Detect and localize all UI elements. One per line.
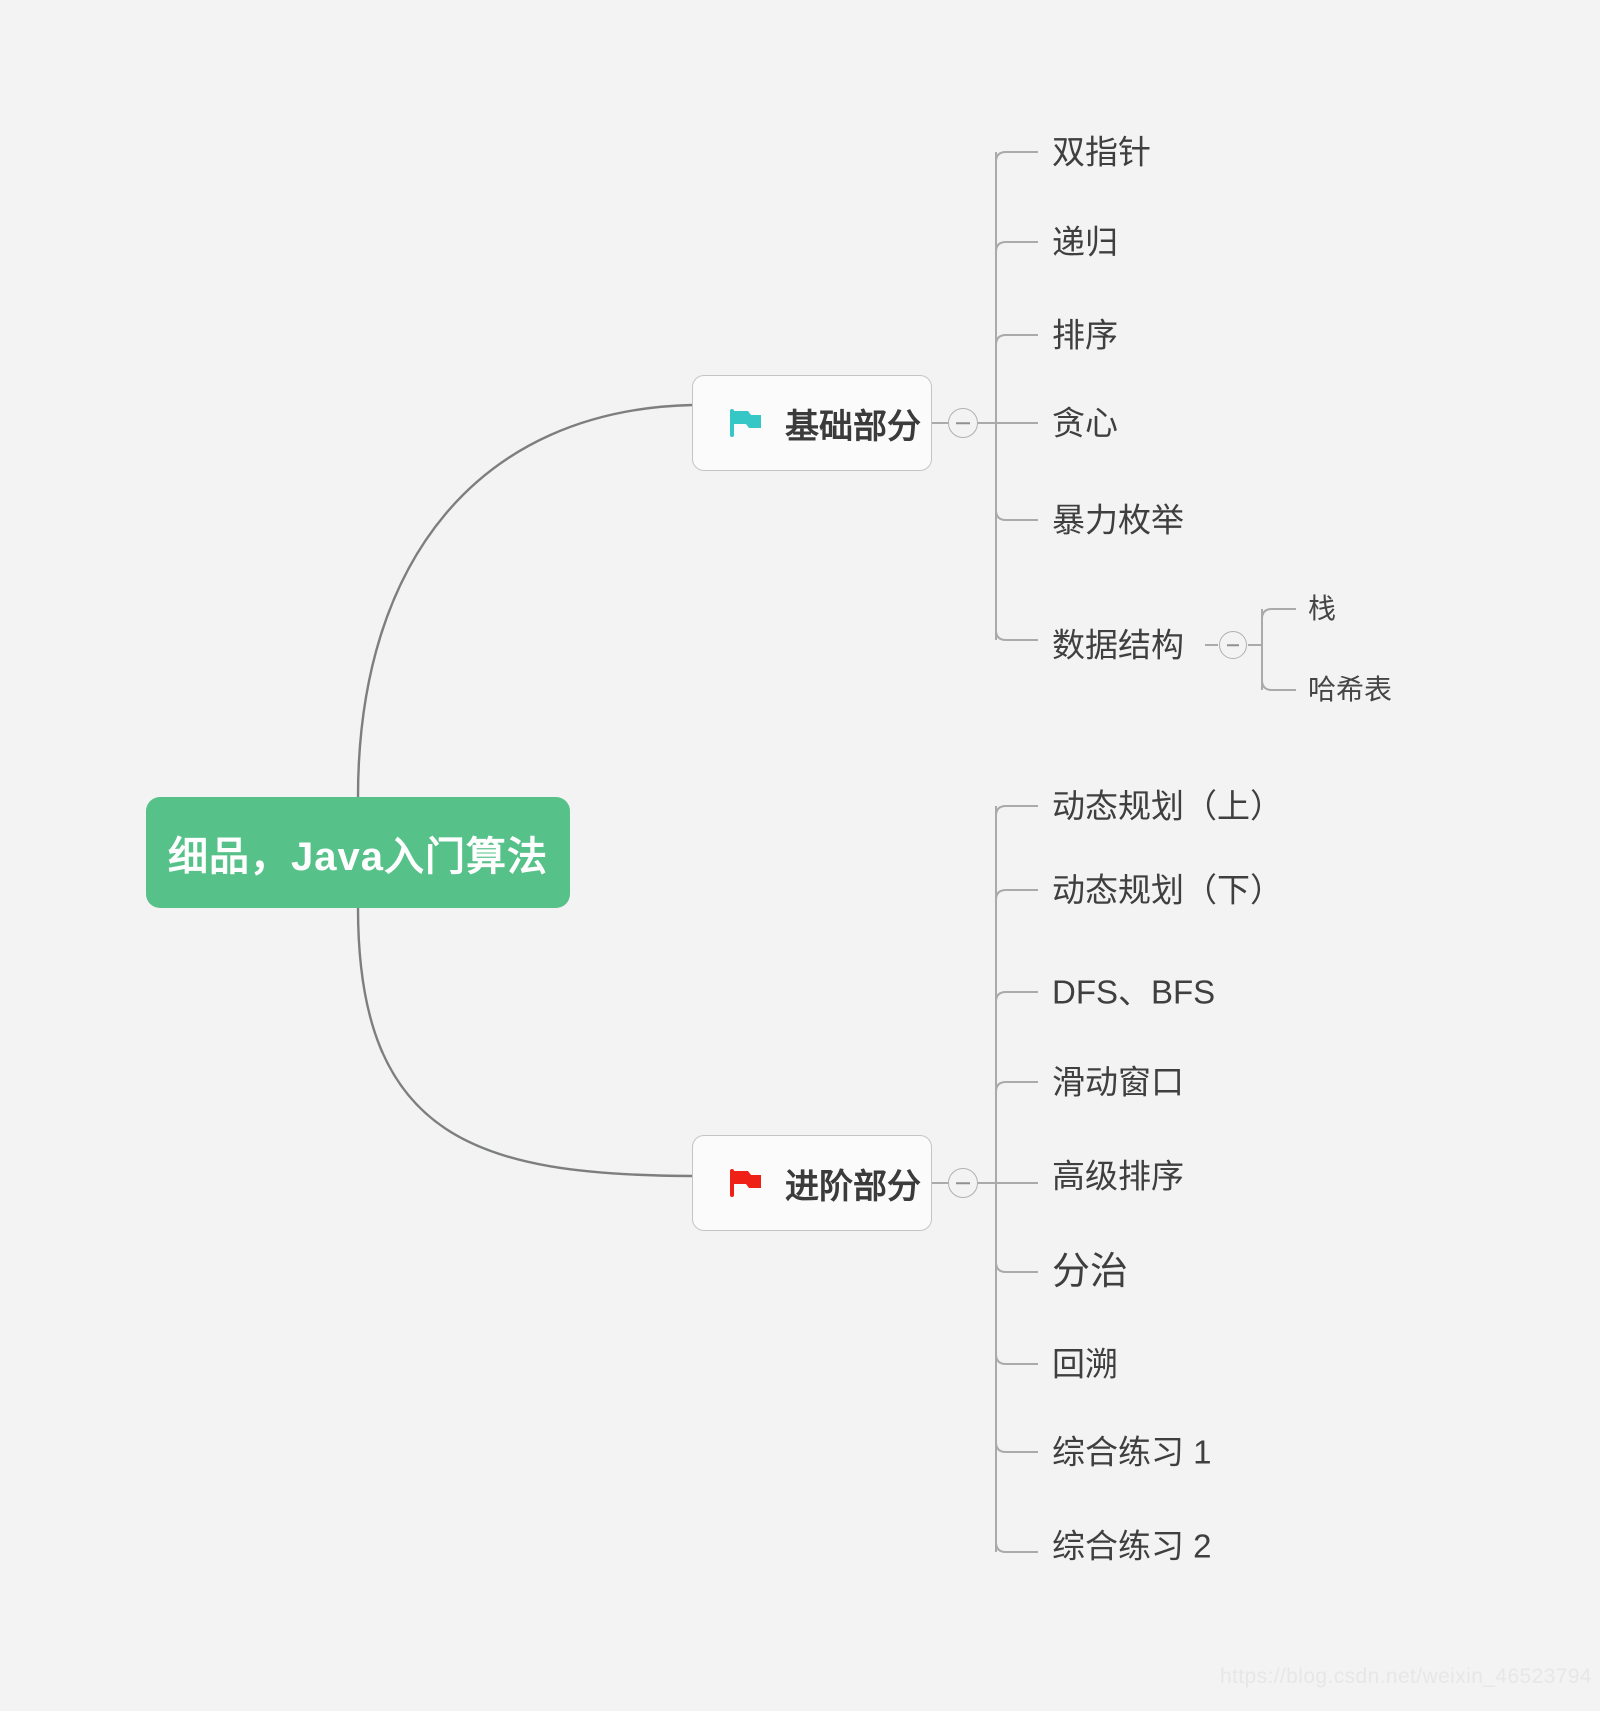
collapse-toggle-data-structure[interactable] <box>1219 631 1247 659</box>
leaf-node[interactable]: 回溯 <box>1052 1345 1118 1383</box>
root-node-label: 细品，Java入门算法 <box>168 834 548 879</box>
leaf-node[interactable]: 双指针 <box>1052 133 1151 171</box>
leaf-node[interactable]: 栈 <box>1308 593 1337 624</box>
watermark: https://blog.csdn.net/weixin_46523794 <box>1219 1665 1592 1688</box>
flag-icon <box>730 409 761 437</box>
leaf-node[interactable]: 动态规划（下） <box>1052 871 1283 909</box>
leaf-node[interactable]: DFS、BFS <box>1052 973 1216 1011</box>
leaf-node[interactable]: 综合练习 2 <box>1052 1527 1212 1565</box>
leaf-node[interactable]: 高级排序 <box>1052 1157 1184 1195</box>
leaf-node[interactable]: 滑动窗口 <box>1052 1063 1184 1101</box>
leaf-node[interactable]: 贪心 <box>1052 404 1118 442</box>
branch-node-basics[interactable]: 基础部分 <box>692 375 932 471</box>
leaf-node[interactable]: 暴力枚举 <box>1052 501 1184 539</box>
collapse-toggle-advanced[interactable] <box>948 1168 978 1198</box>
leaf-node[interactable]: 哈希表 <box>1308 674 1393 705</box>
collapse-toggle-basics[interactable] <box>948 408 978 438</box>
leaf-node[interactable]: 动态规划（上） <box>1052 787 1283 825</box>
branch-node-advanced[interactable]: 进阶部分 <box>692 1135 932 1231</box>
leaf-node-data-structure[interactable]: 数据结构 <box>1052 626 1184 664</box>
leaf-node[interactable]: 分治 <box>1052 1251 1129 1293</box>
leaf-node[interactable]: 排序 <box>1052 316 1118 354</box>
leaf-node[interactable]: 递归 <box>1052 223 1118 261</box>
root-node[interactable]: 细品，Java入门算法 <box>146 797 570 908</box>
leaf-node[interactable]: 综合练习 1 <box>1052 1433 1212 1471</box>
flag-icon <box>730 1169 761 1197</box>
branch-node-label: 基础部分 <box>785 407 921 446</box>
branch-node-label: 进阶部分 <box>785 1167 921 1206</box>
